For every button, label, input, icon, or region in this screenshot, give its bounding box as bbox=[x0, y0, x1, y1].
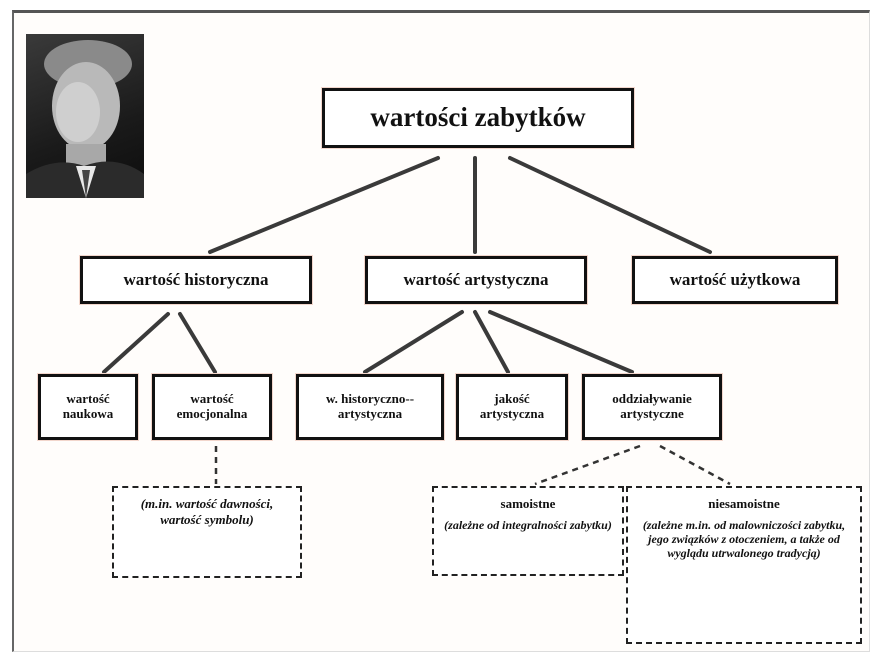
historical-artistic-value-label: w. historyczno-- artystyczna bbox=[325, 391, 415, 421]
node-artistic-value: wartość artystyczna bbox=[365, 256, 587, 304]
node-historical-value: wartość historyczna bbox=[80, 256, 312, 304]
root-node: wartości zabytków bbox=[322, 88, 634, 148]
node-utility-value: wartość użytkowa bbox=[632, 256, 838, 304]
connector-artistic-histart bbox=[363, 310, 464, 374]
node-artistic-quality: jakość artystyczna bbox=[456, 374, 568, 440]
note-emotional-value: (m.in. wartość dawności, wartość symbolu… bbox=[112, 486, 302, 578]
node-scientific-value: wartość naukowa bbox=[38, 374, 138, 440]
connector-root-historical bbox=[208, 156, 440, 254]
connector-historical-emotional bbox=[178, 312, 217, 374]
historical-value-label: wartość historyczna bbox=[123, 270, 269, 290]
note-dependent: niesamoistne (zależne m.in. od malownicz… bbox=[626, 486, 862, 644]
dependent-note-text: (zależne m.in. od malowniczości zabytku,… bbox=[642, 517, 846, 561]
artistic-quality-label: jakość artystyczna bbox=[479, 391, 545, 421]
connector-artistic-impact bbox=[488, 310, 634, 374]
node-artistic-impact: oddziaływanie artystyczne bbox=[582, 374, 722, 440]
connector-historical-scientific bbox=[102, 312, 170, 374]
utility-value-label: wartość użytkowa bbox=[669, 270, 801, 290]
connector-impact-dependent bbox=[659, 444, 731, 486]
connector-impact-independent bbox=[534, 444, 641, 486]
emotional-value-note-text: (m.in. wartość dawności, wartość symbolu… bbox=[140, 496, 274, 527]
portrait-photo-icon bbox=[26, 40, 144, 198]
artistic-impact-label: oddziaływanie artystyczne bbox=[612, 391, 692, 421]
node-emotional-value: wartość emocjonalna bbox=[152, 374, 272, 440]
artistic-value-label: wartość artystyczna bbox=[403, 270, 549, 290]
independent-note-text: (zależne od integralności zabytku) bbox=[444, 517, 612, 532]
emotional-value-label: wartość emocjonalna bbox=[176, 391, 248, 421]
scientific-value-label: wartość naukowa bbox=[62, 391, 114, 421]
note-independent: samoistne (zależne od integralności zaby… bbox=[432, 486, 624, 576]
independent-title: samoistne bbox=[500, 496, 556, 511]
node-historical-artistic-value: w. historyczno-- artystyczna bbox=[296, 374, 444, 440]
root-label: wartości zabytków bbox=[370, 102, 586, 133]
connector-artistic-quality bbox=[473, 310, 510, 374]
portrait-photo bbox=[26, 34, 144, 198]
connector-root-utility bbox=[508, 156, 712, 254]
dependent-title: niesamoistne bbox=[708, 496, 780, 511]
